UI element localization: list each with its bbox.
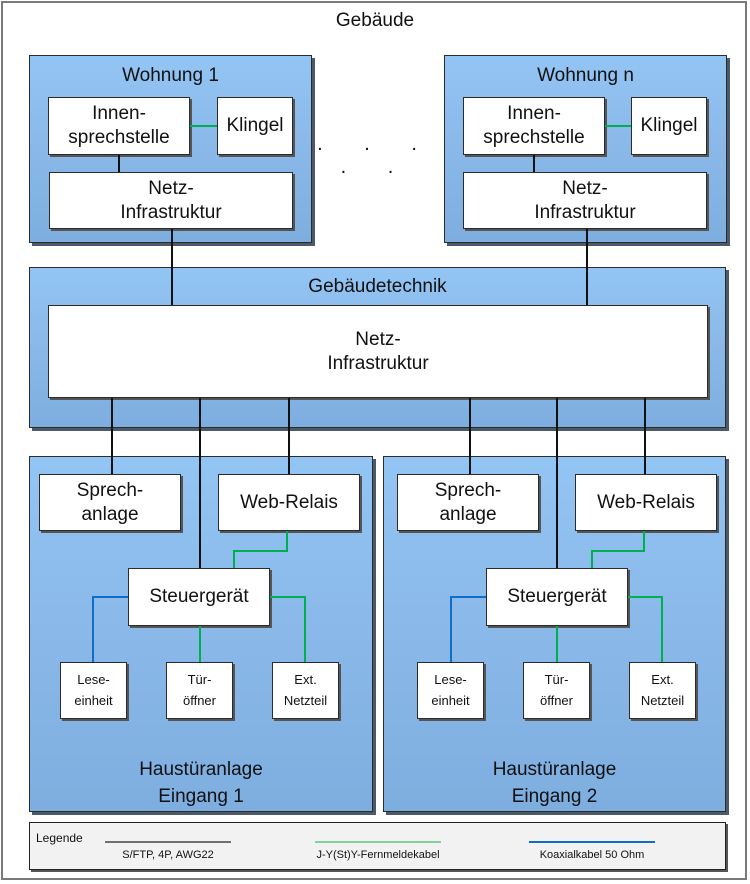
label: einheit: [74, 692, 113, 708]
entrance-2-power-supply: Ext. Netzteil: [629, 662, 696, 719]
label: Netz-: [562, 177, 608, 199]
apartment-n-title: Wohnung n: [537, 65, 634, 86]
legend-label-telecom: J-Y(St)Y-Fernmeldekabel: [316, 849, 440, 861]
building-title: Gebäude: [335, 10, 415, 31]
label: Infrastruktur: [120, 201, 222, 223]
label: Lese-: [434, 671, 467, 687]
apartment-n-bell: Klingel: [631, 97, 707, 155]
entrance-2-speech-unit: Sprech- anlage: [397, 474, 539, 531]
label: Haustüranlage: [492, 759, 617, 780]
label: Lese-: [77, 671, 110, 687]
entrance-1-reader: Lese- einheit: [60, 662, 127, 719]
entrance-1-controller: Steuergerät: [128, 568, 270, 626]
ellipsis: . . . . .: [317, 133, 435, 178]
entrance-1-speech-unit: Sprech- anlage: [39, 474, 181, 531]
label: Steuergerät: [507, 586, 607, 608]
label: einheit: [431, 692, 470, 708]
label: Ext.: [651, 671, 674, 687]
label: Klingel: [226, 115, 284, 137]
apartment-n-intercom: Innen- sprechstelle: [463, 97, 605, 155]
apartment-1-bell: Klingel: [217, 97, 293, 155]
building-tech-title: Gebäudetechnik: [308, 276, 447, 297]
label: Innen-: [92, 103, 146, 125]
label: Sprech-: [434, 479, 502, 501]
label: Infrastruktur: [534, 201, 636, 223]
label: Web-Relais: [240, 491, 338, 513]
apartment-n-network: Netz- Infrastruktur: [463, 172, 707, 229]
label: anlage: [81, 503, 139, 525]
legend-label-ethernet: S/FTP, 4P, AWG22: [122, 849, 214, 861]
label: Netzteil: [640, 692, 685, 708]
label: Web-Relais: [597, 491, 695, 513]
label: Haustüranlage: [139, 759, 263, 780]
entrance-2-door-opener: Tür- öffner: [523, 662, 590, 719]
label: Tür-: [544, 671, 569, 687]
apartment-1-intercom: Innen- sprechstelle: [48, 97, 190, 155]
label: Innen-: [507, 103, 561, 125]
legend-swatch-telecom: [315, 841, 441, 843]
label: öffner: [182, 692, 216, 708]
label: Steuergerät: [149, 586, 249, 608]
label: sprechstelle: [68, 127, 170, 148]
label: sprechstelle: [483, 127, 585, 148]
apartment-1-title: Wohnung 1: [122, 65, 219, 86]
label: Eingang 1: [158, 786, 244, 807]
building-tech-network: Netz- Infrastruktur: [48, 305, 708, 398]
legend: Legende S/FTP, 4P, AWG22 J-Y(St)Y-Fernme…: [29, 822, 726, 870]
legend-swatch-ethernet: [105, 841, 231, 843]
entrance-1-power-supply: Ext. Netzteil: [272, 662, 339, 719]
legend-title: Legende: [36, 831, 83, 845]
label: Ext.: [294, 671, 317, 687]
label: Tür-: [187, 671, 212, 687]
entrance-1-title: Haustüranlage Eingang 1: [29, 756, 373, 810]
legend-label-coax: Koaxialkabel 50 Ohm: [539, 849, 645, 861]
label: öffner: [539, 692, 573, 708]
label: Infrastruktur: [327, 352, 429, 374]
entrance-2-title: Haustüranlage Eingang 2: [383, 756, 726, 810]
label: Netz-: [148, 177, 194, 199]
entrance-2-controller: Steuergerät: [486, 568, 628, 626]
label: Eingang 2: [511, 786, 598, 807]
entrance-1-web-relay: Web-Relais: [218, 474, 360, 531]
label: anlage: [439, 503, 497, 525]
label: Netz-: [355, 328, 401, 350]
legend-swatch-coax: [529, 841, 655, 843]
entrance-2-reader: Lese- einheit: [417, 662, 484, 719]
label: Netzteil: [283, 692, 328, 708]
label: Klingel: [640, 115, 698, 137]
entrance-2-web-relay: Web-Relais: [575, 474, 717, 531]
entrance-1-door-opener: Tür- öffner: [166, 662, 233, 719]
apartment-1-network: Netz- Infrastruktur: [49, 172, 293, 229]
label: Sprech-: [76, 479, 144, 501]
